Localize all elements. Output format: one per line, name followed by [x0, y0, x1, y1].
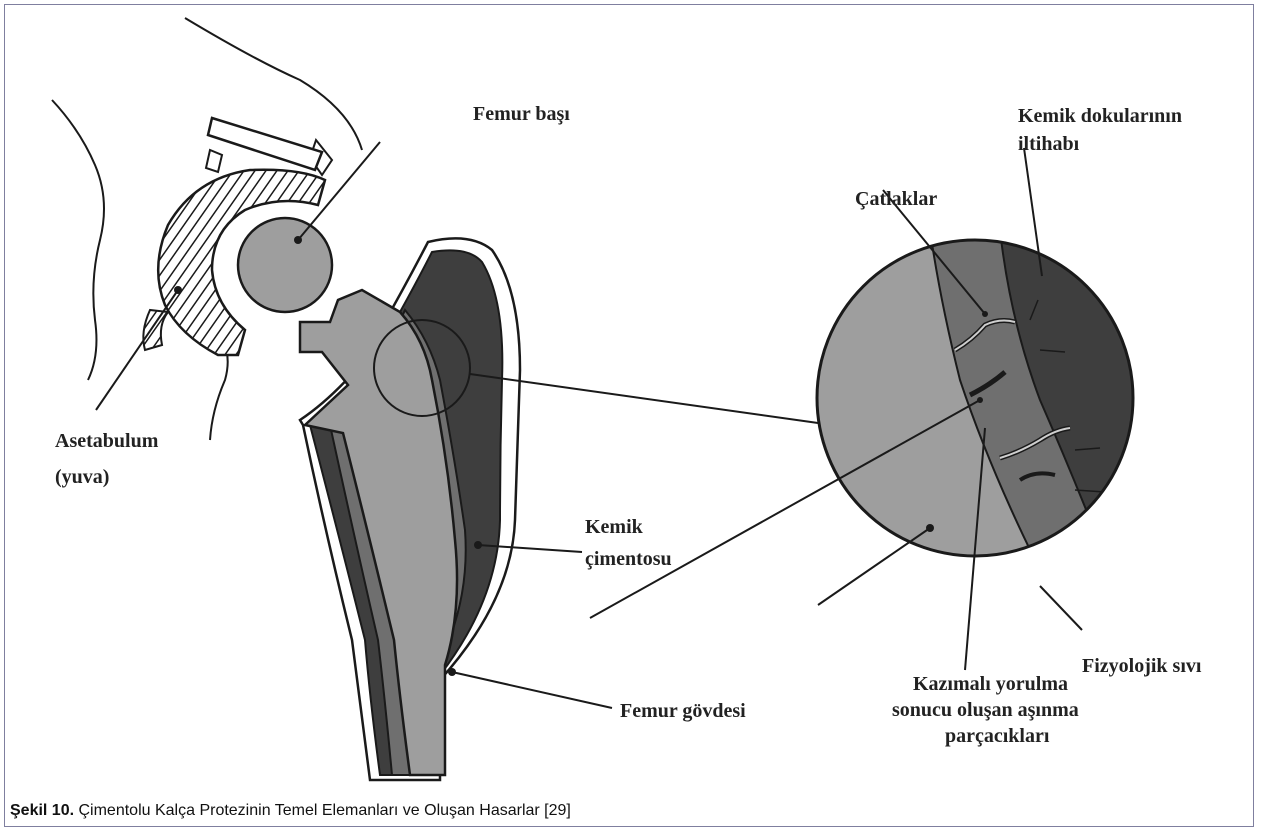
label-parcaciklari: parçacıkları — [945, 725, 1050, 747]
femoral-head — [238, 218, 332, 312]
label-catlaklar: Çatlaklar — [855, 188, 937, 210]
zoom-connector — [470, 374, 818, 423]
label-kemik-dokularinin: Kemik dokularının — [1018, 105, 1182, 127]
leader-lines — [96, 142, 1082, 708]
figure-caption: Şekil 10. Çimentolu Kalça Protezinin Tem… — [10, 802, 571, 820]
acetabulum-rim — [206, 150, 222, 172]
label-kazimali: Kazımalı yorulma — [913, 673, 1068, 695]
label-femur-basi: Femur başı — [473, 103, 570, 125]
label-iltihabi: iltihabı — [1018, 133, 1080, 155]
label-fizyolojik-sivi: Fizyolojik sıvı — [1082, 655, 1202, 677]
acetabulum-lower-lip — [143, 310, 168, 350]
label-femur-govdesi: Femur gövdesi — [620, 700, 746, 722]
magnified-view — [810, 230, 1160, 570]
pelvis-bar — [208, 118, 322, 170]
label-asetabulum: Asetabulum — [55, 430, 159, 452]
label-cimentosu: çimentosu — [585, 548, 672, 570]
label-yuva: (yuva) — [55, 466, 109, 488]
caption-text: Çimentolu Kalça Protezinin Temel Elemanl… — [74, 802, 571, 819]
caption-label: Şekil 10. — [10, 802, 74, 819]
label-sonucu: sonucu oluşan aşınma — [892, 699, 1079, 721]
label-kemik: Kemik — [585, 516, 644, 538]
